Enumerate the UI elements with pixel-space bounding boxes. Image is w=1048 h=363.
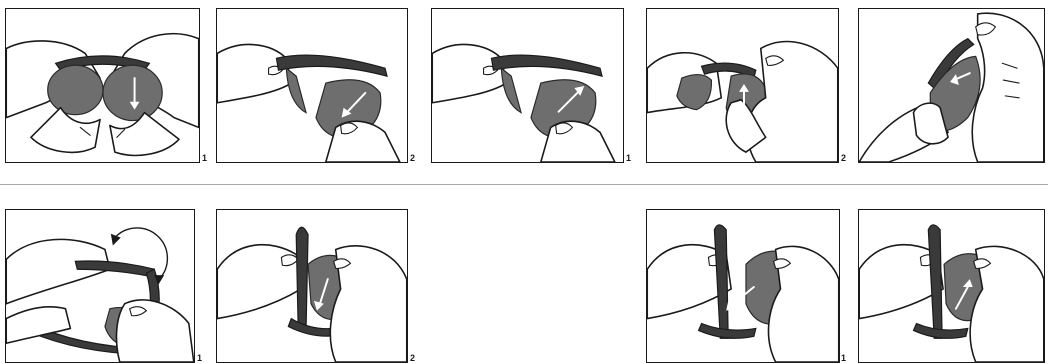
step-number: 1 xyxy=(202,154,207,163)
step-number: 2 xyxy=(841,154,846,163)
illustration-panel-remove-temple-twist xyxy=(5,209,195,363)
hand-pulling-lens-from-frame-illustration xyxy=(217,9,407,162)
hands-aligning-lens-with-frame-illustration xyxy=(647,210,839,362)
section-divider xyxy=(0,184,1048,185)
illustration-panel-insert-lens-align xyxy=(646,209,840,363)
hands-twisting-temple-arm-illustration xyxy=(6,210,194,362)
hands-pressing-lens-into-frame-illustration xyxy=(647,9,838,162)
step-number: 2 xyxy=(410,354,415,363)
illustration-panel-insert-lens-position xyxy=(431,8,624,163)
illustration-panel-remove-lens-push xyxy=(5,8,200,163)
illustration-panel-insert-lens-press xyxy=(646,8,839,163)
step-number: 1 xyxy=(626,154,631,163)
illustration-panel-insert-lens-seat xyxy=(858,8,1045,163)
illustration-panel-remove-temple-pull xyxy=(216,209,408,363)
hands-pushing-lens-into-frame-illustration xyxy=(859,210,1044,362)
hands-pulling-lens-off-frame-illustration xyxy=(217,210,407,362)
hand-inserting-lens-into-frame-illustration xyxy=(432,9,623,162)
hands-pushing-lens-out-illustration xyxy=(6,9,199,162)
hands-seating-lens-in-frame-illustration xyxy=(859,9,1044,162)
step-number: 2 xyxy=(410,154,415,163)
step-number: 1 xyxy=(197,354,202,363)
step-number: 1 xyxy=(841,354,846,363)
illustration-panel-remove-lens-pull xyxy=(216,8,408,163)
illustration-panel-insert-lens-push xyxy=(858,209,1045,363)
